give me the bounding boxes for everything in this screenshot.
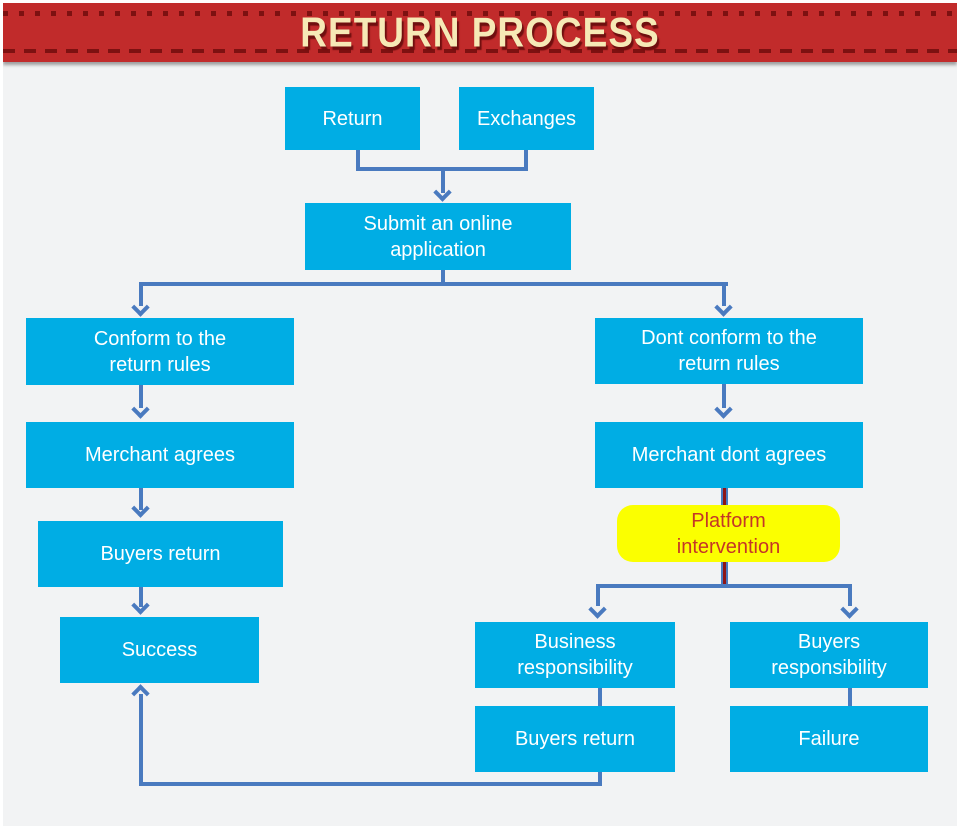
node-buyers-responsibility: Buyers responsibility: [730, 622, 928, 688]
node-merchant-dont-agrees: Merchant dont agrees: [595, 422, 863, 488]
node-conform-rules: Conform to the return rules: [26, 318, 294, 385]
flow-connector: [596, 584, 852, 588]
flow-connector: [139, 488, 143, 510]
arrow-head-down-icon: [131, 400, 150, 419]
node-buyers-return-right: Buyers return: [475, 706, 675, 772]
flow-connector: [356, 150, 360, 171]
page-title: RETURN PROCESS: [300, 8, 660, 55]
flow-connector: [722, 284, 726, 306]
flow-connector: [441, 169, 445, 193]
title-banner: RETURN PROCESS: [3, 3, 957, 62]
banner-stitch-bottom: [3, 49, 957, 53]
node-dont-conform-rules: Dont conform to the return rules: [595, 318, 863, 384]
node-exchanges: Exchanges: [459, 87, 594, 150]
flow-connector: [722, 384, 726, 408]
flow-connector: [441, 270, 445, 286]
flow-connector: [139, 782, 602, 786]
flow-connector: [848, 586, 852, 606]
node-platform-intervention: Platform intervention: [617, 505, 840, 562]
flow-connector: [598, 772, 602, 786]
dispute-line: [723, 562, 726, 586]
dispute-line: [723, 488, 726, 505]
flow-connector: [598, 688, 602, 706]
arrow-head-down-icon: [131, 499, 150, 518]
arrow-head-down-icon: [131, 596, 150, 615]
flow-connector: [524, 150, 528, 171]
arrow-head-down-icon: [588, 600, 607, 619]
banner-stitch-top: [3, 11, 957, 16]
arrow-head-down-icon: [840, 600, 859, 619]
flow-connector: [139, 587, 143, 607]
node-failure: Failure: [730, 706, 928, 772]
arrow-head-down-icon: [131, 298, 150, 317]
node-submit-application: Submit an online application: [305, 203, 571, 270]
arrow-head-down-icon: [714, 400, 733, 419]
node-buyers-return-left: Buyers return: [38, 521, 283, 587]
node-business-responsibility: Business responsibility: [475, 622, 675, 688]
node-success: Success: [60, 617, 259, 683]
arrow-head-down-icon: [433, 183, 452, 202]
node-return: Return: [285, 87, 420, 150]
flow-connector: [139, 694, 143, 782]
node-merchant-agrees: Merchant agrees: [26, 422, 294, 488]
flow-connector: [139, 284, 143, 306]
flow-connector: [596, 586, 600, 606]
arrow-head-up-icon: [131, 684, 150, 703]
flow-connector: [139, 384, 143, 408]
flow-connector: [848, 688, 852, 706]
arrow-head-down-icon: [714, 298, 733, 317]
flow-connector: [139, 282, 728, 286]
